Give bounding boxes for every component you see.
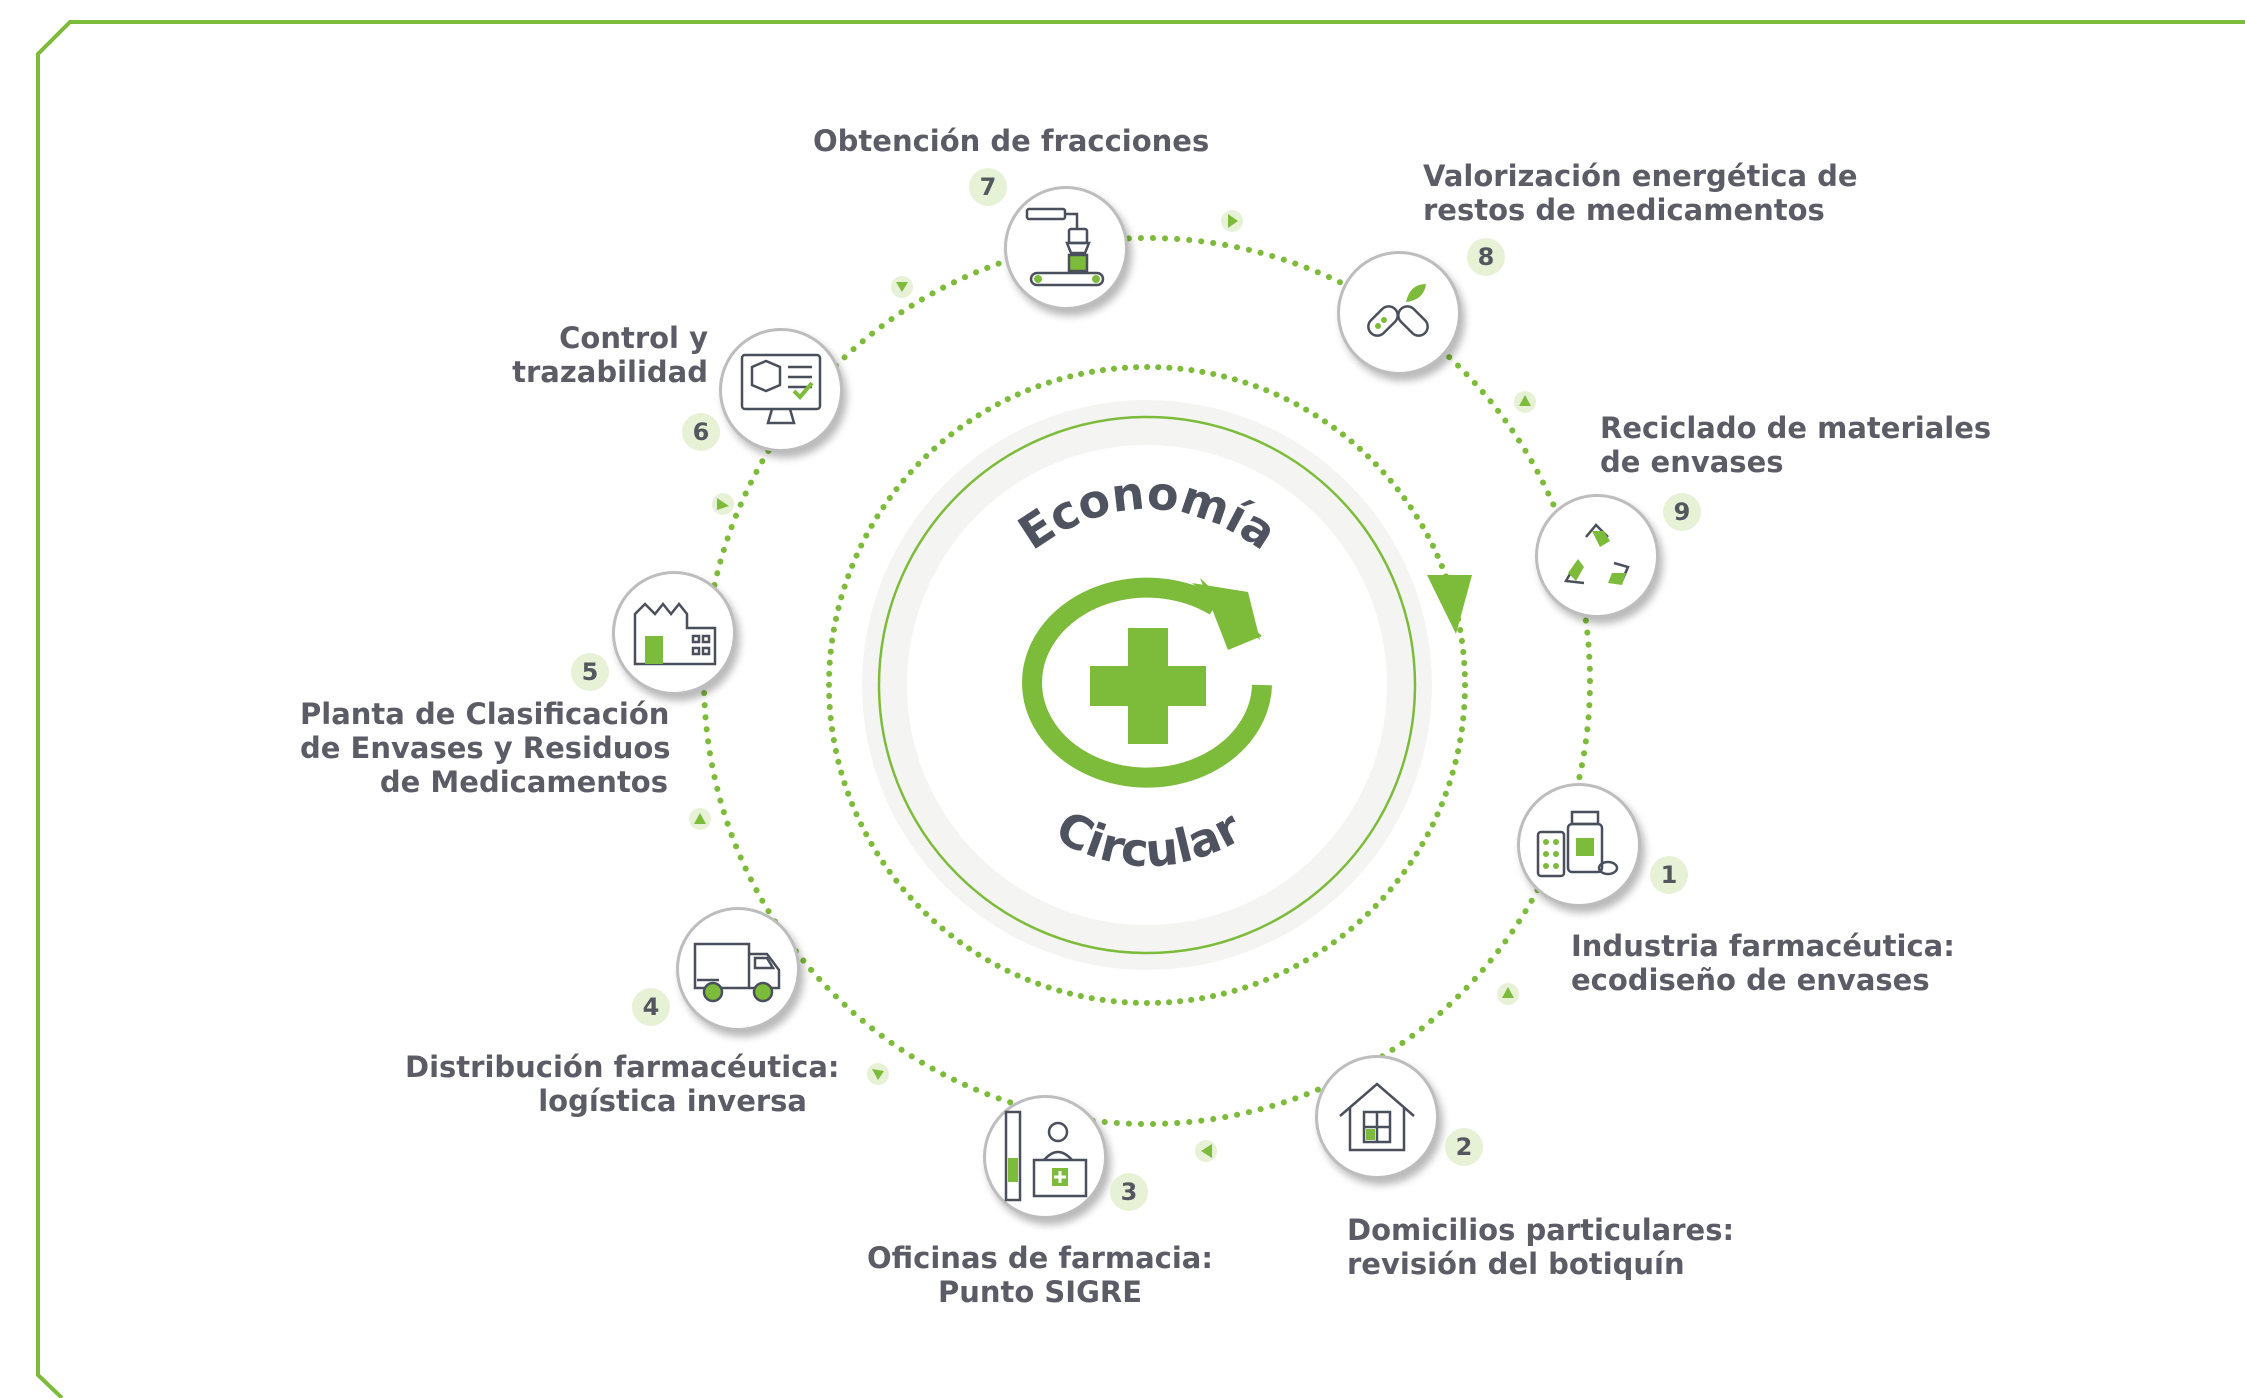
step-8-number-badge: 8 <box>1467 238 1505 276</box>
step-6-label-line: trazabilidad <box>512 355 708 389</box>
step-5-label-line: Planta de Clasificación <box>300 697 670 731</box>
step-1-number-badge: 1 <box>1650 856 1688 894</box>
step-9-number-badge: 9 <box>1663 493 1701 531</box>
step-2-label-line: Domicilios particulares: <box>1347 1213 1735 1247</box>
step-1-label-line: Industria farmacéutica: <box>1571 929 1955 963</box>
step-8-label-line: restos de medicamentos <box>1423 193 1825 227</box>
step-1-label: Industria farmacéutica: ecodiseño de env… <box>1571 929 1955 997</box>
step-6-label: Control y trazabilidad <box>480 321 708 389</box>
step-2-node <box>1315 1055 1439 1179</box>
step-7-label: Obtención de fracciones <box>813 124 1209 158</box>
step-1-label-line: ecodiseño de envases <box>1571 963 1930 997</box>
step-8-node <box>1337 251 1461 375</box>
step-9-node <box>1535 494 1659 618</box>
ring-direction-arrows <box>689 210 1536 1162</box>
step-5-label-line: de Medicamentos <box>379 765 668 799</box>
recycle-icon <box>1563 523 1630 585</box>
step-3-label: Oficinas de farmacia: Punto SIGRE <box>860 1241 1220 1309</box>
robot-arm-icon <box>1025 207 1105 287</box>
step-3-label-line: Punto SIGRE <box>937 1275 1143 1309</box>
step-4-label-line: Distribución farmacéutica: <box>405 1050 840 1084</box>
pills-leaf-icon <box>1367 284 1429 337</box>
step-7-label-line: Obtención de fracciones <box>813 124 1210 158</box>
step-5-node <box>612 571 736 695</box>
step-6-label-line: Control y <box>559 321 708 355</box>
step-4-number-badge: 4 <box>632 988 670 1026</box>
step-1-node <box>1517 783 1641 907</box>
monitor-icon <box>740 353 822 425</box>
step-3-number-badge: 3 <box>1110 1173 1148 1211</box>
factory-icon <box>633 601 717 666</box>
step-8-label-line: Valorización energética de <box>1423 159 1858 193</box>
step-4-label: Distribución farmacéutica: logística inv… <box>405 1050 840 1118</box>
step-2-label-line: revisión del botiquín <box>1347 1247 1685 1281</box>
step-5-label: Planta de Clasificación de Envases y Res… <box>300 697 671 799</box>
step-9-label-line: de envases <box>1600 445 1784 479</box>
pharmacy-cross-logo <box>1022 577 1272 788</box>
step-4-label-line: logística inversa <box>538 1084 807 1118</box>
step-3-node <box>983 1095 1107 1219</box>
step-4-node <box>676 907 800 1031</box>
step-3-label-line: Oficinas de farmacia: <box>867 1241 1213 1275</box>
step-9-label-line: Reciclado de materiales <box>1600 411 1992 445</box>
step-6-node <box>719 328 843 452</box>
house-icon <box>1339 1082 1415 1152</box>
inner-ring-arrowhead <box>1427 575 1472 634</box>
step-2-label: Domicilios particulares: revisión del bo… <box>1347 1213 1734 1281</box>
step-7-node <box>1004 186 1128 310</box>
step-8-label: Valorización energética de restos de med… <box>1423 159 1858 227</box>
step-6-number-badge: 6 <box>682 413 720 451</box>
step-5-number-badge: 5 <box>571 653 609 691</box>
step-7-number-badge: 7 <box>969 168 1007 206</box>
step-2-number-badge: 2 <box>1445 1128 1483 1166</box>
medicines-icon <box>1536 810 1619 878</box>
step-5-label-line: de Envases y Residuos <box>300 731 671 765</box>
pharmacy-counter-icon <box>1004 1110 1088 1202</box>
van-icon <box>693 942 781 1003</box>
step-9-label: Reciclado de materiales de envases <box>1600 411 1991 479</box>
